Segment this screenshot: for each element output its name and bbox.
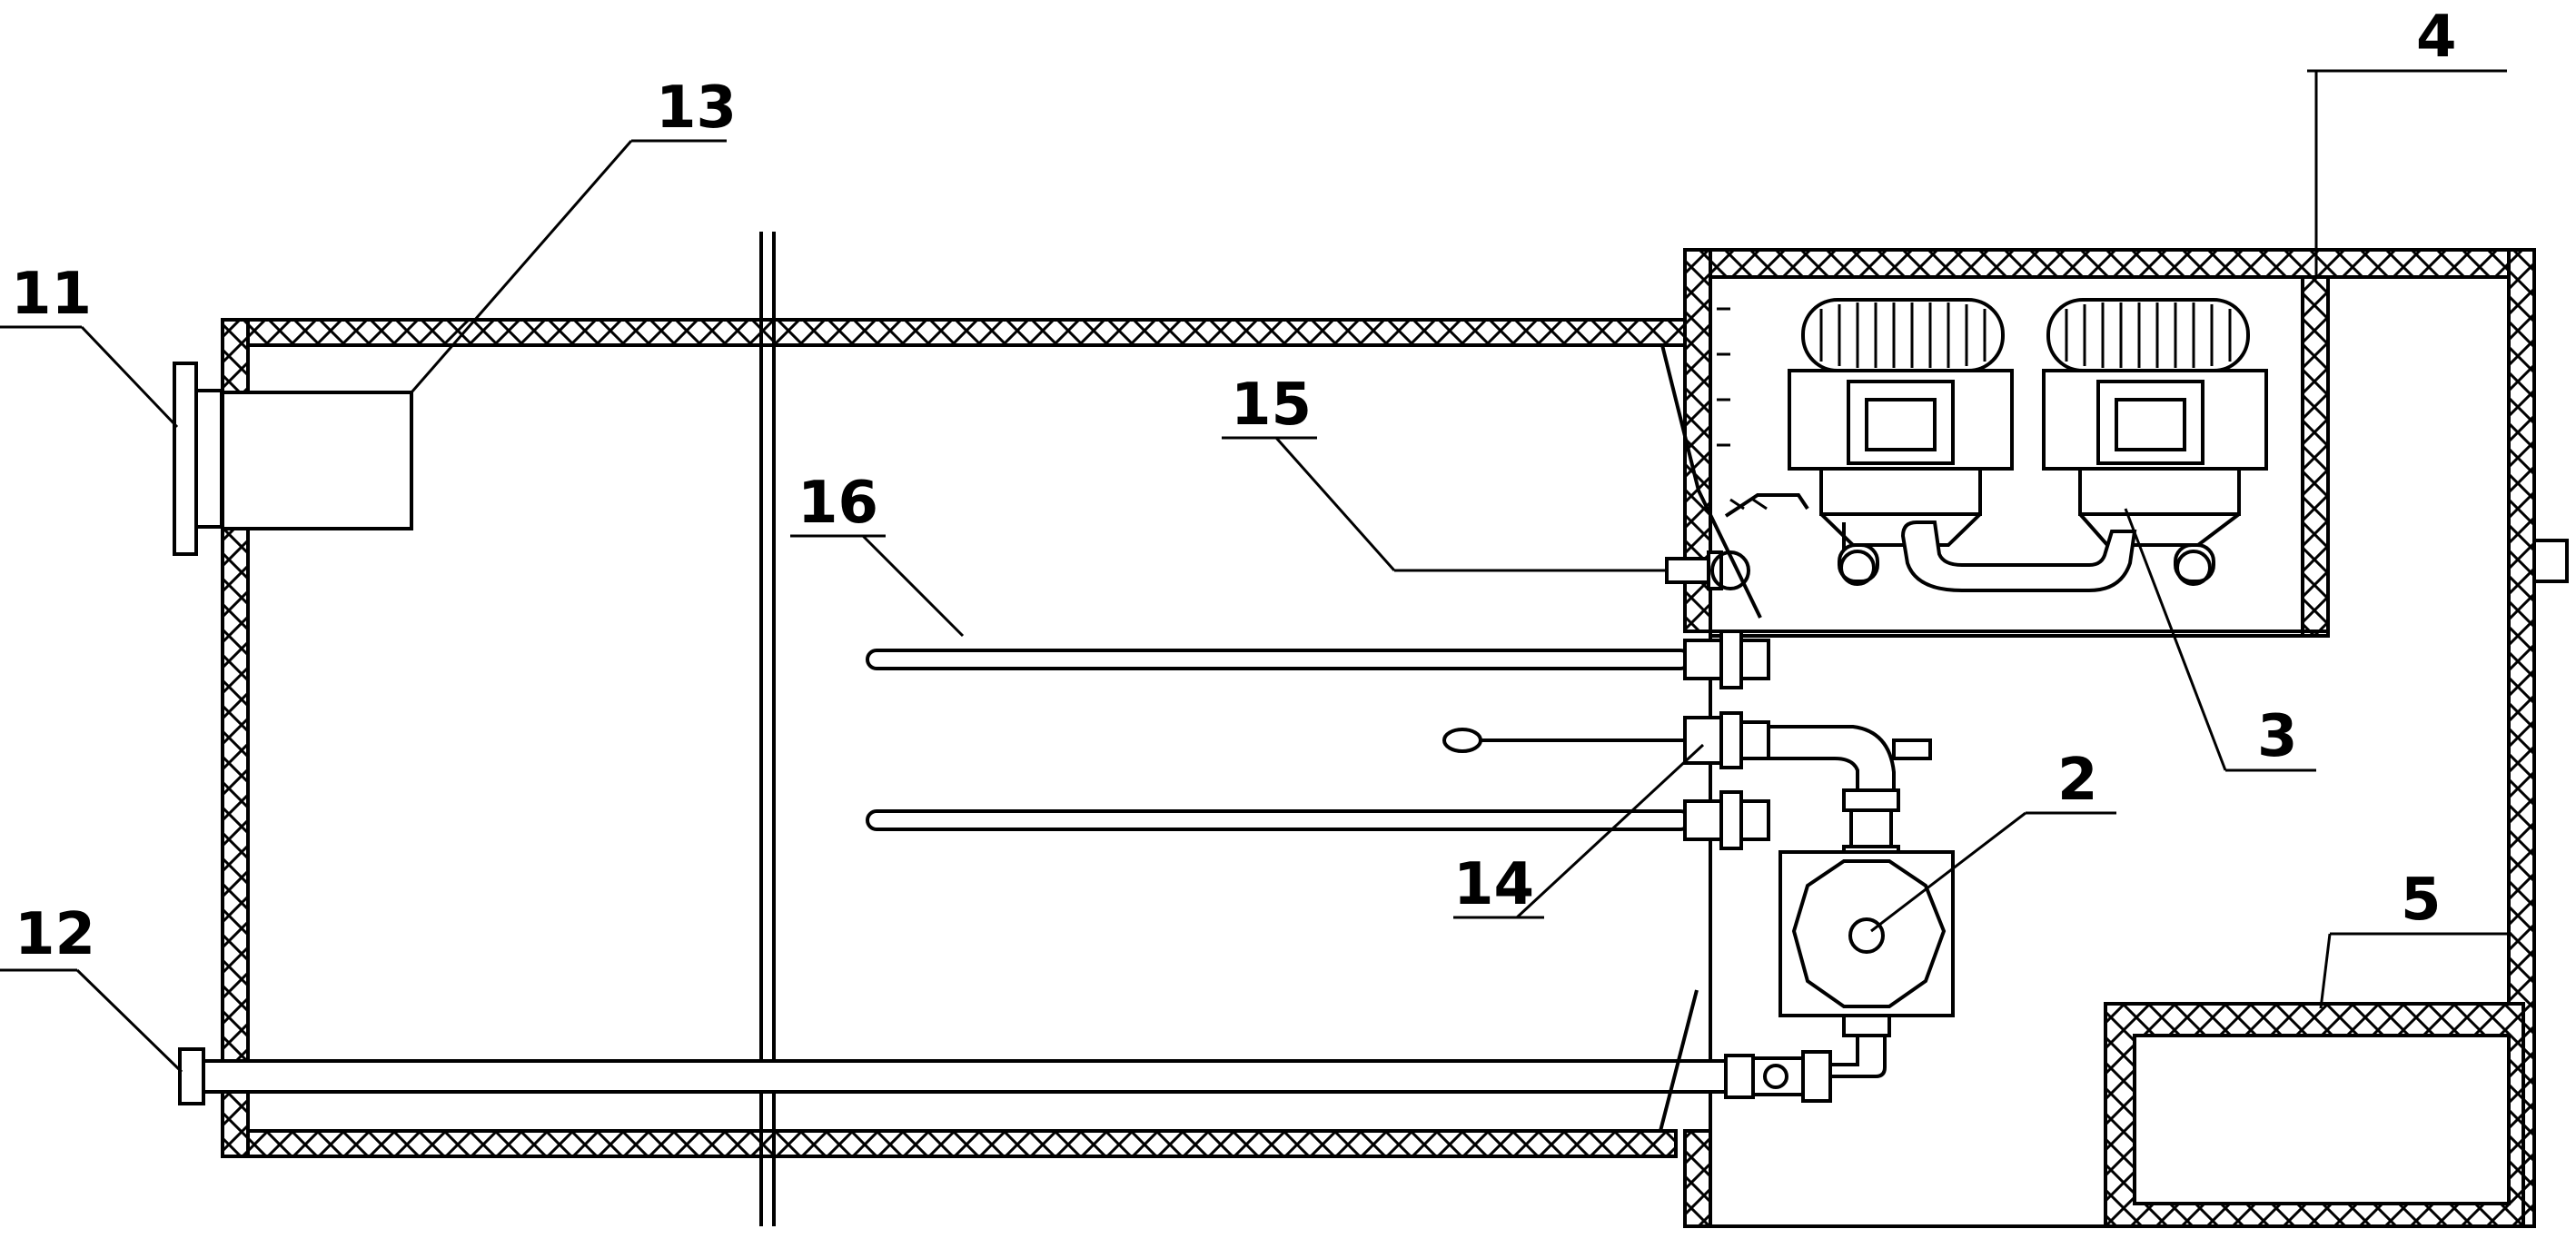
inlet-flange-11 (173, 362, 223, 556)
part-labels: 11 12 13 15 16 14 4 3 2 5 (11, 4, 2457, 968)
outlet-pipe-12 (178, 1034, 1887, 1105)
blower-left (1788, 298, 2014, 586)
leader-lines (0, 69, 2512, 1074)
chamber-left-wall-lower (1683, 1129, 1712, 1228)
filter-13 (221, 391, 413, 530)
label-3: 3 (2257, 703, 2298, 770)
pump-2 (1778, 850, 1955, 1037)
blower-compartment-wall (2301, 275, 2330, 638)
blower-right (2042, 298, 2268, 586)
label-4: 4 (2416, 4, 2457, 71)
label-14: 14 (1453, 851, 1534, 918)
label-13: 13 (656, 74, 737, 142)
tank-bottom-wall (221, 1129, 1678, 1158)
box-5-interior (2133, 1034, 2511, 1205)
label-5: 5 (2401, 867, 2442, 934)
blowers-3 (1788, 298, 2268, 592)
blower-connecting-duct (1900, 520, 2137, 592)
chamber-outlines (1709, 277, 2569, 1228)
baffles (1659, 307, 1762, 1132)
tank-top-wall (221, 318, 1687, 347)
heater-rods-16 (866, 629, 1770, 850)
label-2: 2 (2057, 747, 2098, 814)
label-12: 12 (15, 901, 95, 968)
level-switch-15 (1394, 493, 1809, 590)
chamber-top-wall (1683, 248, 2536, 279)
label-11: 11 (11, 261, 92, 328)
label-16: 16 (798, 470, 878, 537)
label-15: 15 (1231, 372, 1312, 439)
